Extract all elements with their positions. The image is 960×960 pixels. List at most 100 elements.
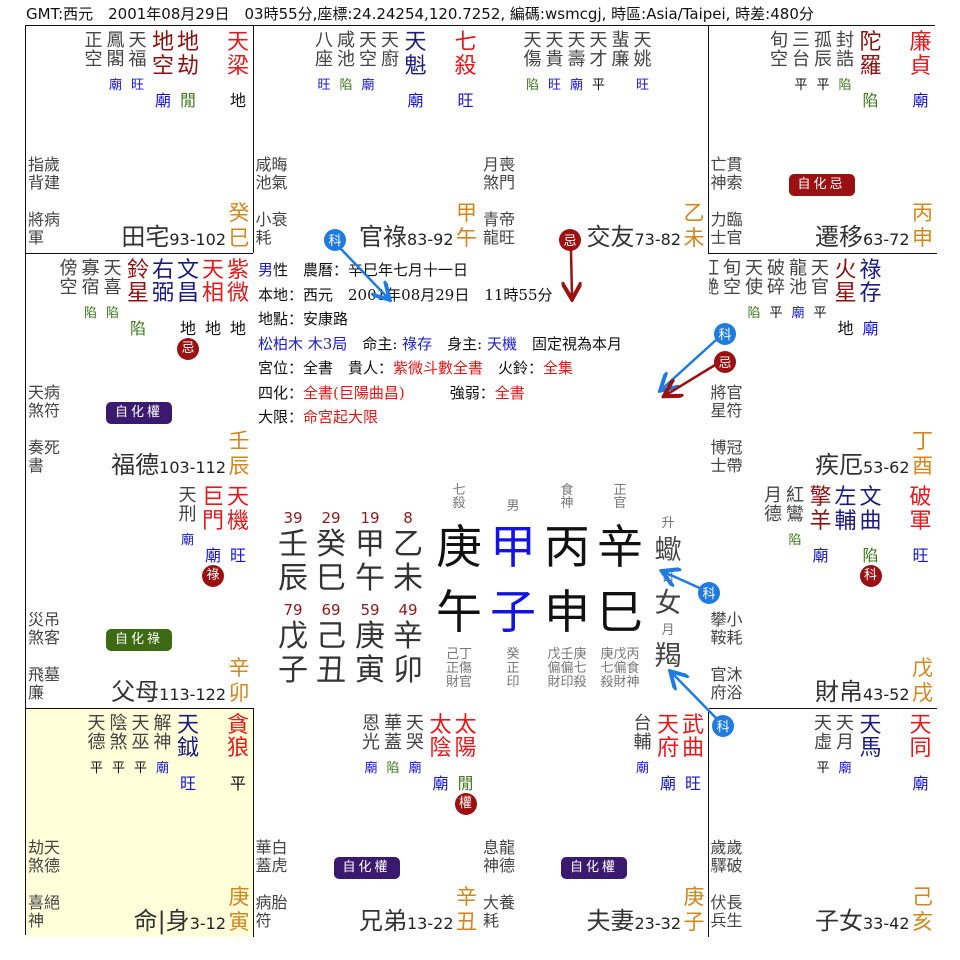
star[interactable]: 天馬 xyxy=(859,713,883,762)
palace-name-block[interactable]: 父母113-122 xyxy=(111,672,226,707)
star[interactable]: 天福 xyxy=(127,31,148,70)
star[interactable]: 紫微 xyxy=(226,258,250,307)
star[interactable]: 祿存 xyxy=(859,258,883,307)
star[interactable]: 天姚 xyxy=(632,31,653,70)
palace-name-block[interactable]: 財帛43-52 xyxy=(815,672,910,707)
star[interactable]: 鳳閣 xyxy=(105,31,126,70)
star[interactable]: 天使 xyxy=(744,258,765,298)
star[interactable]: 咸池 xyxy=(336,31,357,70)
star[interactable]: 天刑 xyxy=(177,486,198,525)
star[interactable]: 天巫 xyxy=(130,713,151,753)
star[interactable]: 傍空 xyxy=(58,258,79,298)
star[interactable]: 封誥 xyxy=(835,31,856,70)
star[interactable]: 左輔 xyxy=(834,486,858,534)
star[interactable]: 天府 xyxy=(656,713,680,762)
star[interactable]: 七殺 xyxy=(454,31,478,79)
star[interactable]: 文曲 xyxy=(859,486,883,534)
star[interactable]: 台輔 xyxy=(632,713,653,753)
star[interactable]: 紅鸞 xyxy=(785,486,806,525)
palace-name[interactable]: 交友 xyxy=(586,223,635,251)
palace-name-block[interactable]: 子女33-42 xyxy=(815,901,910,936)
star[interactable]: 地劫 xyxy=(176,31,200,79)
palace-name-block[interactable]: 疾厄53-62 xyxy=(815,445,910,480)
star[interactable]: 紅艷 xyxy=(709,258,721,298)
palace-name[interactable]: 兄弟 xyxy=(359,906,407,935)
palace-4[interactable]: 紫微地天相地文昌地忌右弼鈴星陷天喜陷寡宿陷傍空天病 煞符奏死 書自化權福德103… xyxy=(26,253,254,482)
star[interactable]: 寡宿 xyxy=(80,258,101,298)
star[interactable]: 天空 xyxy=(358,31,379,70)
palace-name-block[interactable]: 官祿83-92 xyxy=(359,217,454,252)
star[interactable]: 天月 xyxy=(835,713,856,753)
star[interactable]: 天傷 xyxy=(522,31,543,70)
star[interactable]: 蜚廉 xyxy=(610,31,631,70)
star[interactable]: 鈴星 xyxy=(126,258,150,307)
star[interactable]: 地空 xyxy=(151,31,175,79)
star[interactable]: 天虛 xyxy=(813,713,834,753)
palace-name[interactable]: 官祿 xyxy=(359,223,407,251)
palace-name-block[interactable]: 福德103-112 xyxy=(111,445,226,480)
star[interactable]: 武曲 xyxy=(681,713,705,762)
star[interactable]: 陀羅 xyxy=(859,31,883,79)
star[interactable]: 天廚 xyxy=(380,31,401,70)
star[interactable]: 月德 xyxy=(763,486,784,525)
palace-name[interactable]: 夫妻 xyxy=(586,906,635,935)
star[interactable]: 天同 xyxy=(909,713,933,762)
star[interactable]: 天魁 xyxy=(404,31,428,79)
palace-name[interactable]: 財帛 xyxy=(815,678,863,706)
star[interactable]: 正空 xyxy=(83,31,104,70)
palace-name-block[interactable]: 命|身3-12 xyxy=(134,901,226,936)
palace-name-block[interactable]: 遷移63-72 xyxy=(815,217,910,252)
star[interactable]: 巨門 xyxy=(201,486,225,534)
star[interactable]: 貪狼 xyxy=(226,713,250,762)
star[interactable]: 天貴 xyxy=(544,31,565,70)
star[interactable]: 龍池 xyxy=(788,258,809,298)
palace-name-block[interactable]: 夫妻23-32 xyxy=(587,901,682,936)
palace-name[interactable]: 遷移 xyxy=(815,223,863,251)
palace-name-block[interactable]: 兄弟13-22 xyxy=(359,901,454,936)
star[interactable]: 文昌 xyxy=(176,258,200,307)
star[interactable]: 三台 xyxy=(791,31,812,70)
star[interactable]: 天哭 xyxy=(405,713,426,753)
star[interactable]: 太陽 xyxy=(454,713,478,762)
palace-name[interactable]: 田宅 xyxy=(121,223,170,251)
star[interactable]: 火星 xyxy=(834,258,858,307)
star[interactable]: 天喜 xyxy=(102,258,123,298)
star[interactable]: 右弼 xyxy=(151,258,175,307)
palace-name-block[interactable]: 田宅93-102 xyxy=(121,217,226,252)
palace-name-block[interactable]: 交友73-82 xyxy=(587,217,682,252)
star[interactable]: 廉貞 xyxy=(909,31,933,79)
palace-name[interactable]: 命|身 xyxy=(133,906,190,935)
star[interactable]: 華蓋 xyxy=(383,713,404,753)
palace-name[interactable]: 疾厄 xyxy=(815,450,863,479)
palace-name[interactable]: 子女 xyxy=(815,906,863,935)
star[interactable]: 陰煞 xyxy=(108,713,129,753)
star[interactable]: 擎羊 xyxy=(809,486,833,534)
star[interactable]: 天才 xyxy=(588,31,609,70)
star[interactable]: 天相 xyxy=(201,258,225,307)
star[interactable]: 八座 xyxy=(314,31,335,70)
star[interactable]: 解神 xyxy=(152,713,173,753)
palace-name[interactable]: 福德 xyxy=(111,450,160,479)
star[interactable]: 天官 xyxy=(810,258,831,298)
star[interactable]: 天德 xyxy=(86,713,107,753)
star[interactable]: 天壽 xyxy=(566,31,587,70)
star[interactable]: 破軍 xyxy=(909,486,933,534)
star[interactable]: 天機 xyxy=(226,486,250,534)
palace-name[interactable]: 父母 xyxy=(111,678,160,706)
star[interactable]: 旬空 xyxy=(769,31,790,70)
star[interactable]: 孤辰 xyxy=(813,31,834,70)
star[interactable]: 天鉞 xyxy=(176,713,200,762)
star[interactable]: 旬空 xyxy=(722,258,743,298)
star[interactable]: 恩光 xyxy=(361,713,382,753)
